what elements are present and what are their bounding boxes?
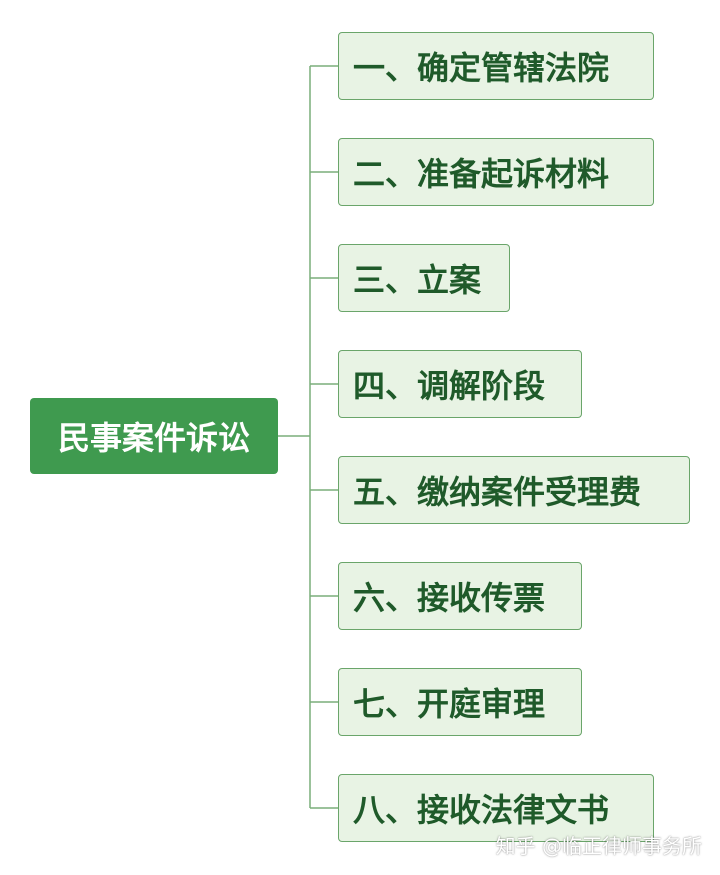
step-2-node: 二、准备起诉材料 [338, 138, 654, 206]
step-8-node: 八、接收法律文书 [338, 774, 654, 842]
step-6-node: 六、接收传票 [338, 562, 582, 630]
step-5-node: 五、缴纳案件受理费 [338, 456, 690, 524]
step-4-node: 四、调解阶段 [338, 350, 582, 418]
step-7-node: 七、开庭审理 [338, 668, 582, 736]
watermark: 知乎 @临正律师事务所 [495, 834, 702, 858]
root-node: 民事案件诉讼 [30, 398, 278, 474]
step-1-node: 一、确定管辖法院 [338, 32, 654, 100]
step-3-node: 三、立案 [338, 244, 510, 312]
